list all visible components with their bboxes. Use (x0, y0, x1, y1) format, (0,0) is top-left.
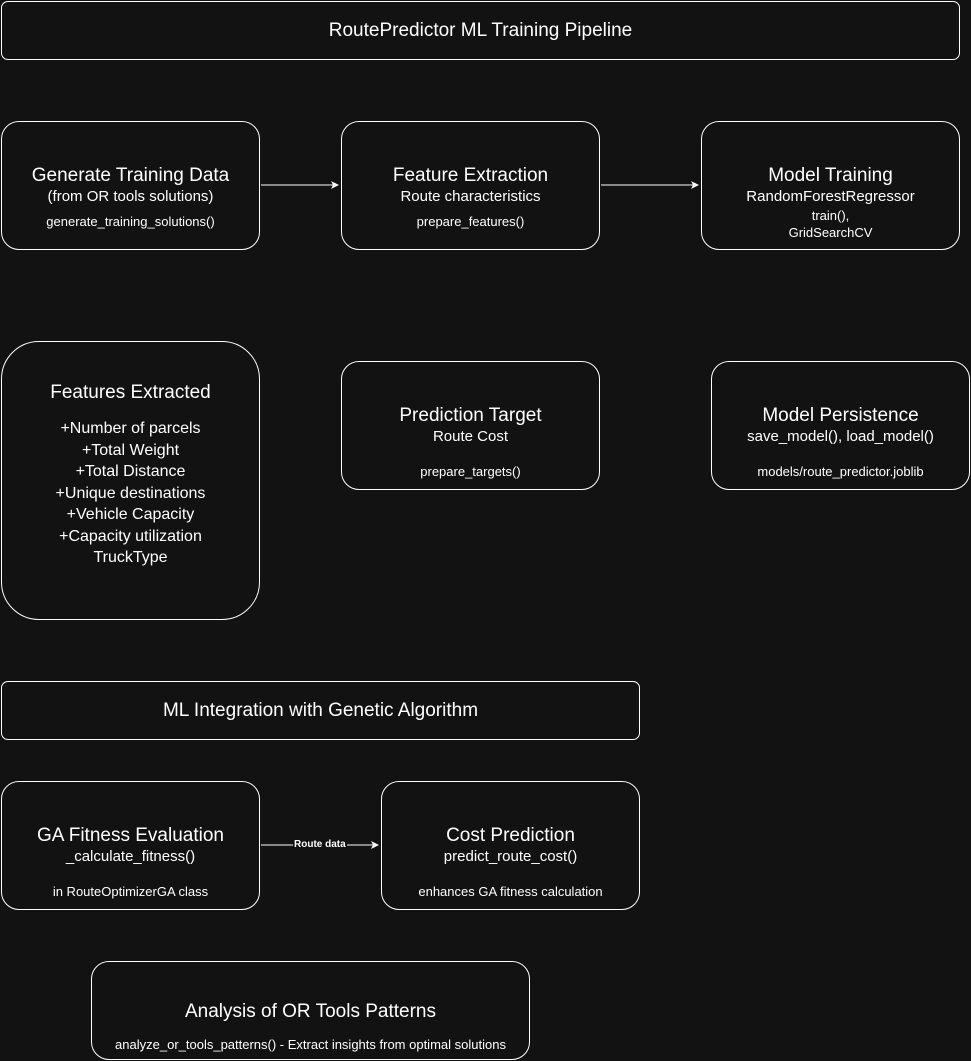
feature-item: +Total Weight (81, 441, 180, 459)
feature-list: +Number of parcels +Total Weight +Total … (56, 418, 206, 569)
pipeline-title: RoutePredictor ML Training Pipeline (328, 19, 633, 41)
node-title: Model Training (768, 165, 893, 186)
node-detail: analyze_or_tools_patterns() - Extract in… (115, 1037, 506, 1052)
node-title: Feature Extraction (392, 165, 549, 186)
node-subtitle: RandomForestRegressor (746, 188, 915, 205)
feature-item: TruckType (93, 549, 168, 566)
node-subtitle: _calculate_fitness() (65, 848, 196, 865)
node-detail: GridSearchCV (788, 225, 873, 240)
pipeline-title-banner: RoutePredictor ML Training Pipeline (1, 1, 960, 60)
feature-item: +Number of parcels (60, 420, 201, 437)
cost-prediction-node: Cost Prediction predict_route_cost() enh… (381, 781, 640, 910)
node-subtitle: Route characteristics (400, 188, 541, 205)
integration-title-banner: ML Integration with Genetic Algorithm (1, 681, 640, 740)
analysis-or-tools-node: Analysis of OR Tools Patterns analyze_or… (91, 961, 530, 1060)
model-persistence-node: Model Persistence save_model(), load_mod… (711, 361, 970, 490)
edge-label-route-data: Route data (293, 839, 347, 851)
node-detail: train(), (811, 208, 850, 223)
node-title: Generate Training Data (31, 165, 230, 186)
feature-extraction-node: Feature Extraction Route characteristics… (341, 121, 600, 250)
feature-item: +Total Distance (75, 463, 186, 480)
node-subtitle: predict_route_cost() (443, 848, 578, 865)
ga-fitness-evaluation-node: GA Fitness Evaluation _calculate_fitness… (1, 781, 260, 910)
node-title: GA Fitness Evaluation (37, 825, 224, 846)
prediction-target-node: Prediction Target Route Cost prepare_tar… (341, 361, 600, 490)
node-subtitle: (from OR tools solutions) (47, 188, 214, 205)
features-extracted-node: Features Extracted +Number of parcels +T… (1, 341, 260, 620)
node-detail: models/route_predictor.joblib (757, 464, 924, 479)
node-title: Cost Prediction (446, 825, 575, 846)
node-detail: prepare_targets() (420, 464, 521, 479)
node-title: Features Extracted (50, 382, 211, 403)
integration-title: ML Integration with Genetic Algorithm (162, 699, 479, 721)
node-detail: prepare_features() (416, 214, 525, 229)
node-subtitle: save_model(), load_model() (747, 428, 934, 445)
node-detail: in RouteOptimizerGA class (52, 884, 209, 899)
generate-training-data-node: Generate Training Data (from OR tools so… (1, 121, 260, 250)
node-title: Prediction Target (399, 405, 542, 426)
feature-item: +Unique destinations (55, 484, 206, 502)
node-title: Model Persistence (762, 405, 919, 426)
node-detail: enhances GA fitness calculation (418, 884, 603, 899)
model-training-node: Model Training RandomForestRegressor tra… (701, 121, 960, 250)
feature-item: +Vehicle Capacity (66, 506, 195, 523)
node-subtitle: Route Cost (432, 428, 509, 445)
feature-item: +Capacity utilization (59, 527, 202, 545)
node-title: Analysis of OR Tools Patterns (185, 1001, 436, 1022)
node-detail: generate_training_solutions() (46, 214, 215, 229)
